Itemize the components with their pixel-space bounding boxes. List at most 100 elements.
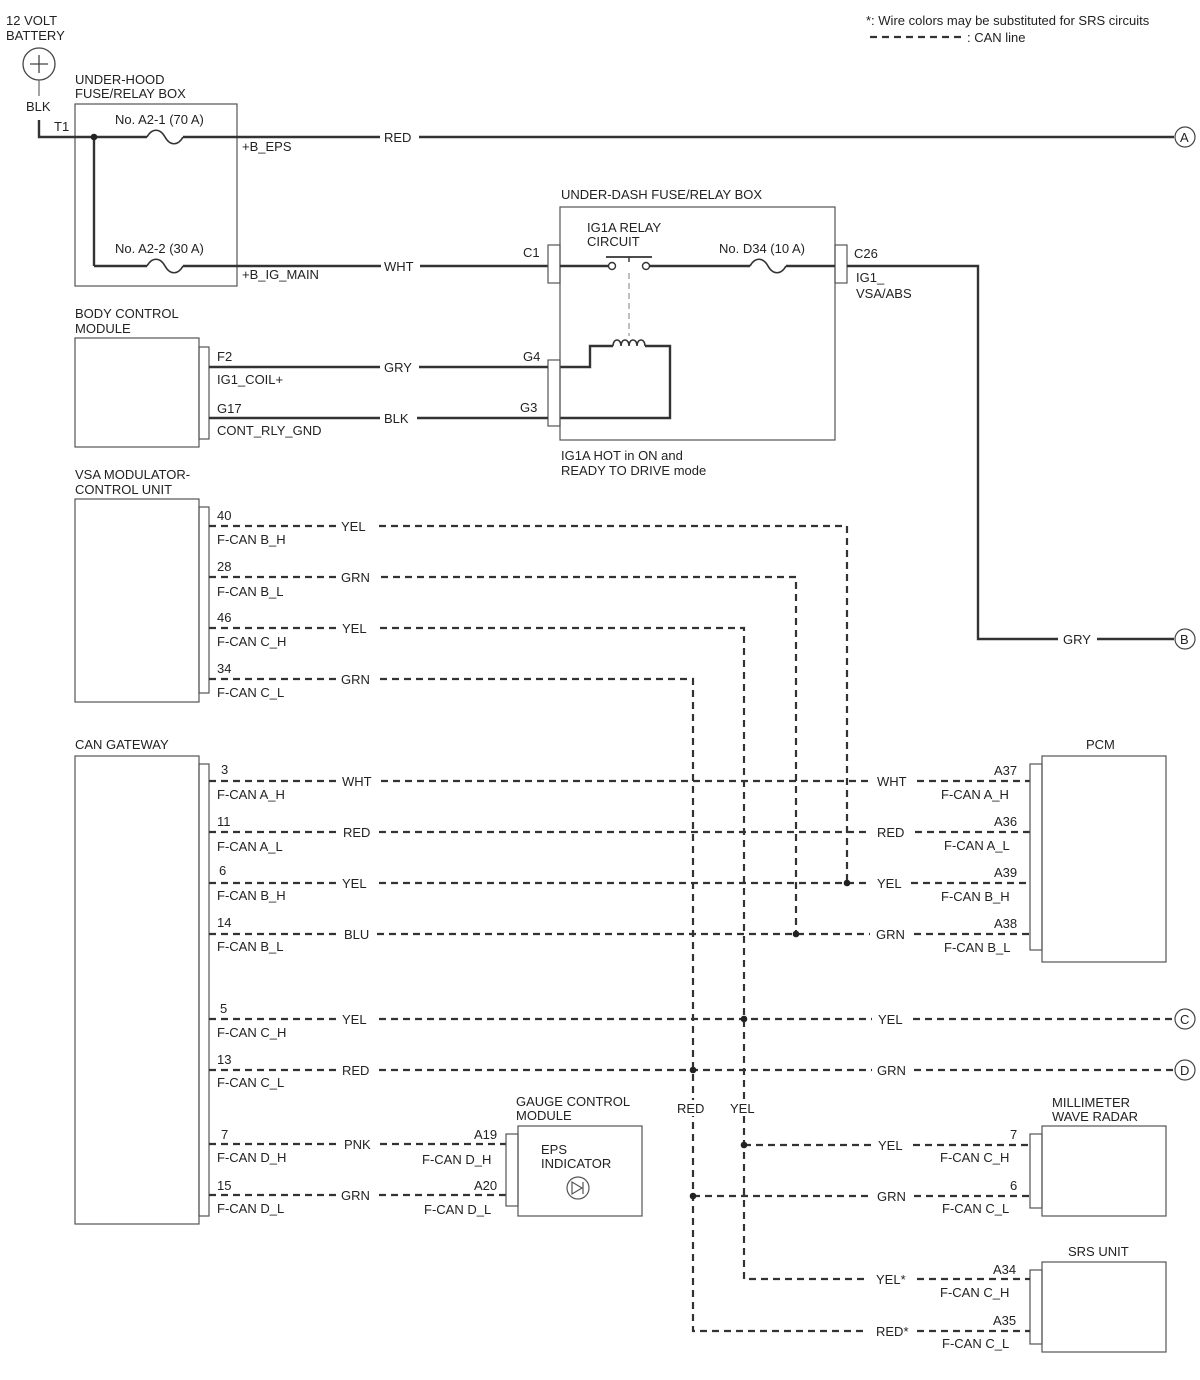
bcm-signal-g17: CONT_RLY_GND xyxy=(217,423,322,438)
bcm-signal-f2: IG1_COIL+ xyxy=(217,372,283,387)
radar-title-1: MILLIMETER xyxy=(1052,1095,1130,1110)
gateway-pin-13: 13 xyxy=(217,1052,231,1067)
underdash-c1: C1 xyxy=(523,245,540,260)
wire-gw-5: YEL xyxy=(342,1012,367,1027)
svg-text:A: A xyxy=(1180,130,1189,145)
underhood-fuse2-signal: +B_IG_MAIN xyxy=(242,267,319,282)
trunk-yel-label: YEL xyxy=(730,1101,755,1116)
gateway-signal-3: F-CAN A_H xyxy=(217,787,285,802)
pcm-signal-a38: F-CAN B_L xyxy=(944,940,1010,955)
bcm-title-1: BODY CONTROL xyxy=(75,306,179,321)
battery-label-2: BATTERY xyxy=(6,28,65,43)
underdash-note-2: READY TO DRIVE mode xyxy=(561,463,706,478)
vsa-signal-28: F-CAN B_L xyxy=(217,584,283,599)
wire-c-yel: YEL xyxy=(878,1012,903,1027)
wire-vsa-34: GRN xyxy=(341,672,370,687)
gauge-pin-a19: A19 xyxy=(474,1127,497,1142)
pcm-signal-a39: F-CAN B_H xyxy=(941,889,1010,904)
gateway-signal-13: F-CAN C_L xyxy=(217,1075,284,1090)
srs-signal-a34: F-CAN C_H xyxy=(940,1285,1009,1300)
battery-ground-wire: BLK xyxy=(26,99,51,114)
connector-c1 xyxy=(547,244,561,284)
gauge-indicator-2: INDICATOR xyxy=(541,1156,611,1171)
vsa-signal-46: F-CAN C_H xyxy=(217,634,286,649)
gateway-signal-14: F-CAN B_L xyxy=(217,939,283,954)
wire-vsa-28: GRN xyxy=(341,570,370,585)
wire-gw-15: GRN xyxy=(341,1188,370,1203)
gateway-pin-6: 6 xyxy=(219,863,226,878)
pcm-pin-a37: A37 xyxy=(994,763,1017,778)
vsa-title-2: CONTROL UNIT xyxy=(75,482,172,497)
wire-pcm-a36: RED xyxy=(877,825,904,840)
gauge-box xyxy=(517,1125,643,1217)
underhood-fuse1-signal: +B_EPS xyxy=(242,139,292,154)
wire-coil-gry: GRY xyxy=(384,360,412,375)
battery-icon xyxy=(22,47,56,81)
trunk-red-label: RED xyxy=(677,1101,704,1116)
gateway-title: CAN GATEWAY xyxy=(75,737,169,752)
gateway-signal-15: F-CAN D_L xyxy=(217,1201,284,1216)
vsa-pin-34: 34 xyxy=(217,661,231,676)
bcm-title-2: MODULE xyxy=(75,321,131,336)
gauge-pin-a20: A20 xyxy=(474,1178,497,1193)
gateway-pin-14: 14 xyxy=(217,915,231,930)
underdash-relay-label-1: IG1A RELAY xyxy=(587,220,662,235)
vsa-title-1: VSA MODULATOR- xyxy=(75,467,190,482)
srs-note: *: Wire colors may be substituted for SR… xyxy=(866,13,1150,28)
wire-gw-7: PNK xyxy=(344,1137,371,1152)
underdash-out-signal-2: VSA/ABS xyxy=(856,286,912,301)
svg-text:D: D xyxy=(1180,1063,1189,1078)
wire-radar-6: GRN xyxy=(877,1189,906,1204)
underdash-relay-label-2: CIRCUIT xyxy=(587,234,640,249)
wire-radar-7: YEL xyxy=(878,1138,903,1153)
srs-pin-a35: A35 xyxy=(993,1313,1016,1328)
battery-terminal: T1 xyxy=(54,119,69,134)
gauge-indicator-1: EPS xyxy=(541,1142,567,1157)
pcm-pin-a39: A39 xyxy=(994,865,1017,880)
gateway-signal-11: F-CAN A_L xyxy=(217,839,283,854)
underdash-out-signal-1: IG1_ xyxy=(856,270,885,285)
pcm-signal-a36: F-CAN A_L xyxy=(944,838,1010,853)
underhood-box xyxy=(74,103,238,287)
can-line-legend-label: : CAN line xyxy=(967,30,1026,45)
underdash-g3: G3 xyxy=(520,400,537,415)
underhood-fuse2-label: No. A2-2 (30 A) xyxy=(115,241,204,256)
radar-pin-7: 7 xyxy=(1010,1127,1017,1142)
gateway-signal-6: F-CAN B_H xyxy=(217,888,286,903)
radar-box xyxy=(1041,1125,1167,1217)
srs-signal-a35: F-CAN C_L xyxy=(942,1336,1009,1351)
radar-signal-7: F-CAN C_H xyxy=(940,1150,1009,1165)
vsa-signal-40: F-CAN B_H xyxy=(217,532,286,547)
wire-gw-13: RED xyxy=(342,1063,369,1078)
eps-indicator-icon xyxy=(566,1176,590,1200)
bcm-pin-g17: G17 xyxy=(217,401,242,416)
wire-pcm-a37: WHT xyxy=(877,774,907,789)
vsa-pin-28: 28 xyxy=(217,559,231,574)
wire-d-grn: GRN xyxy=(877,1063,906,1078)
radar-title-2: WAVE RADAR xyxy=(1052,1109,1138,1124)
wire-gw-14: BLU xyxy=(344,927,369,942)
wire-vsa-46: YEL xyxy=(342,621,367,636)
wire-gw-6: YEL xyxy=(342,876,367,891)
connector-g xyxy=(547,359,561,427)
connector-c: C xyxy=(1174,1008,1196,1030)
vsa-signal-34: F-CAN C_L xyxy=(217,685,284,700)
underdash-c26: C26 xyxy=(854,246,878,261)
pcm-pin-a38: A38 xyxy=(994,916,1017,931)
pcm-pin-a36: A36 xyxy=(994,814,1017,829)
gateway-pin-3: 3 xyxy=(221,762,228,777)
underdash-box xyxy=(559,206,836,441)
wire-pcm-a38: GRN xyxy=(876,927,905,942)
wire-eps-red: RED xyxy=(384,130,411,145)
bcm-pin-f2: F2 xyxy=(217,349,232,364)
underdash-note-1: IG1A HOT in ON and xyxy=(561,448,683,463)
wire-vsa-gry: GRY xyxy=(1063,632,1091,647)
gateway-pin-5: 5 xyxy=(220,1001,227,1016)
fuse-a2-1-icon xyxy=(146,129,184,145)
wire-gw-3: WHT xyxy=(342,774,372,789)
gateway-pin-11: 11 xyxy=(217,814,231,829)
underdash-fuse-label: No. D34 (10 A) xyxy=(719,241,805,256)
connector-b: B xyxy=(1174,628,1196,650)
relay-coil-icon xyxy=(612,339,646,347)
wire-srs-a34: YEL* xyxy=(876,1272,906,1287)
